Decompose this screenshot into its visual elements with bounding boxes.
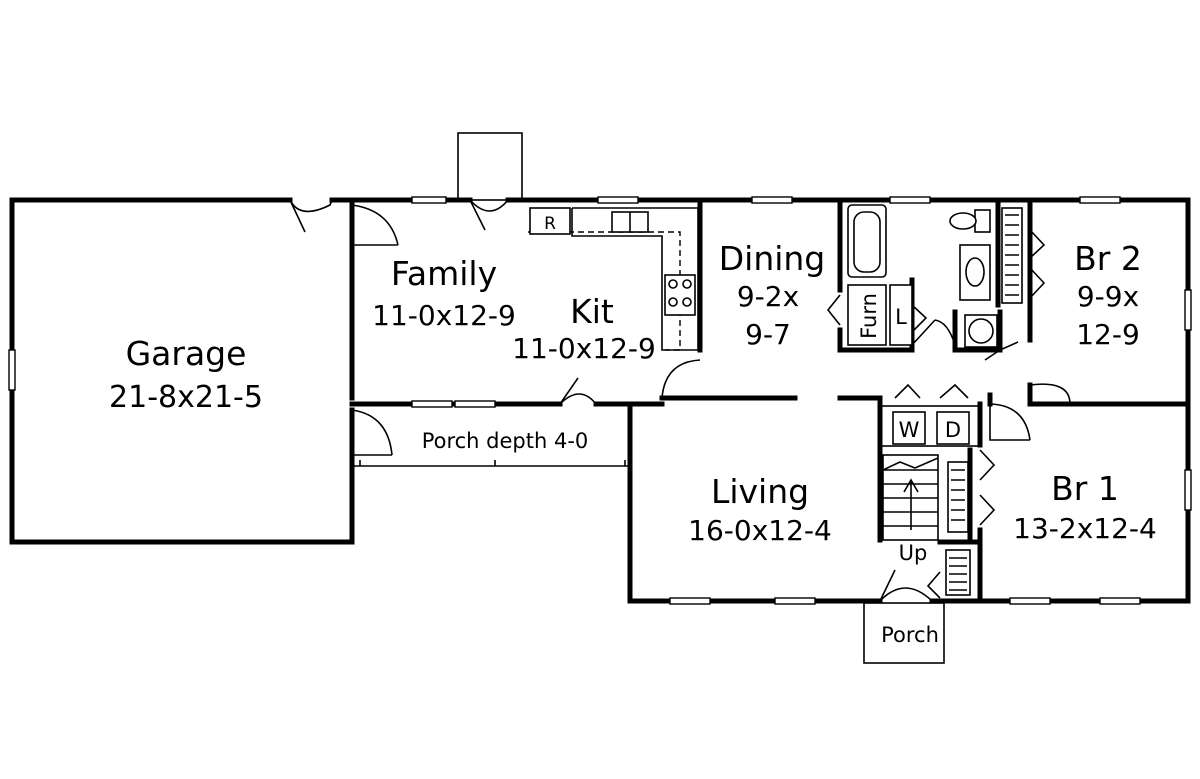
burner (682, 279, 692, 289)
closet-hatch (949, 557, 967, 591)
closet-shelf (1001, 207, 1023, 304)
closet-shelf (947, 461, 969, 533)
bath-walls (837, 197, 1003, 353)
window (1184, 289, 1192, 331)
windows (8, 196, 1192, 605)
chimney (457, 132, 523, 201)
door-swing (984, 341, 1019, 361)
refrigerator (529, 207, 571, 235)
living-name: Living (711, 472, 809, 511)
door-swing (351, 204, 399, 246)
window (669, 597, 711, 605)
bedroom2-name: Br 2 (1074, 239, 1142, 278)
dryer-label: D (945, 418, 961, 442)
dining-size-line1: 9-2x (737, 280, 799, 313)
bathtub-basin (853, 211, 881, 273)
window (454, 400, 496, 408)
dining-living-wall (659, 197, 883, 543)
door-swing (879, 569, 933, 602)
bifold-door (894, 383, 969, 399)
furnace-closet (847, 284, 887, 346)
door-swing (989, 403, 1031, 441)
window (774, 597, 816, 605)
kitchen-size: 11-0x12-9 (512, 332, 656, 365)
vanity (959, 244, 991, 301)
bifold-door (826, 294, 841, 326)
window (751, 196, 793, 204)
linen-closet (889, 284, 913, 346)
stair-arrow (903, 478, 919, 530)
washer (892, 411, 926, 445)
window (1184, 469, 1192, 511)
garage-size: 21-8x21-5 (109, 380, 263, 415)
closet-hatch (1005, 214, 1019, 296)
water-heater-box (964, 314, 998, 348)
window (597, 196, 639, 204)
door-swing (289, 199, 333, 233)
door-swing (1029, 383, 1071, 405)
door-swing (661, 359, 701, 399)
bathtub (847, 204, 887, 278)
window (1009, 597, 1051, 605)
window (1099, 597, 1141, 605)
window (411, 196, 447, 204)
dining-size-line2: 9-7 (745, 318, 791, 351)
rear-porch-label: Porch depth 4-0 (422, 429, 589, 453)
walls (9, 197, 1191, 604)
door-swing (351, 409, 393, 456)
kitchen-fixtures: R (528, 207, 699, 351)
kitchen-name: Kit (570, 292, 614, 331)
laundry-closet (879, 405, 981, 447)
porch-posts (359, 460, 626, 466)
dryer (936, 411, 970, 445)
closet-shelf (945, 549, 971, 596)
stair-break (882, 457, 939, 471)
burner (668, 297, 678, 307)
front-porch-label: Porch (881, 623, 939, 647)
water-heater (968, 318, 994, 344)
closet-walls (937, 197, 1001, 604)
bedroom2-walls (987, 197, 1191, 407)
counter (571, 207, 699, 351)
door-swing (911, 319, 956, 346)
house-top-right-walls (349, 197, 1191, 604)
laundry: W D (879, 405, 981, 447)
refrigerator-label: R (544, 214, 556, 234)
bifold-door (911, 304, 928, 333)
window (411, 400, 453, 408)
bedroom2-size-line2: 12-9 (1076, 318, 1140, 351)
furnace-label: Furn (857, 293, 881, 339)
stairs-label: Up (899, 541, 928, 565)
window (1079, 196, 1121, 204)
bedroom1-name: Br 1 (1051, 469, 1119, 508)
family-size: 11-0x12-9 (372, 299, 516, 332)
window (889, 196, 931, 204)
bath-fixtures (847, 204, 998, 348)
toilet-tank (974, 209, 991, 233)
window (8, 349, 16, 391)
toilet-bowl (949, 212, 977, 230)
bedroom2-size-line1: 9-9x (1077, 280, 1139, 313)
burner (668, 279, 678, 289)
bifold-door (1029, 229, 1046, 299)
front-porch (863, 602, 945, 664)
living-size: 16-0x12-4 (688, 514, 832, 547)
closet-shelving (945, 207, 1023, 596)
bifold-door (979, 449, 996, 526)
closet-hatch (951, 469, 965, 521)
door-swing (469, 199, 509, 231)
burner (682, 297, 692, 307)
doors (289, 199, 1071, 602)
stairs: Up (882, 454, 939, 565)
door-swing (559, 377, 597, 405)
lavatory (965, 257, 985, 287)
bedroom1-size: 13-2x12-4 (1013, 512, 1157, 545)
washer-label: W (899, 418, 920, 442)
garage-name: Garage (126, 334, 247, 373)
family-name: Family (391, 254, 497, 293)
dining-name: Dining (719, 239, 826, 278)
bifold-door (926, 571, 941, 599)
linen-label: L (895, 305, 907, 329)
